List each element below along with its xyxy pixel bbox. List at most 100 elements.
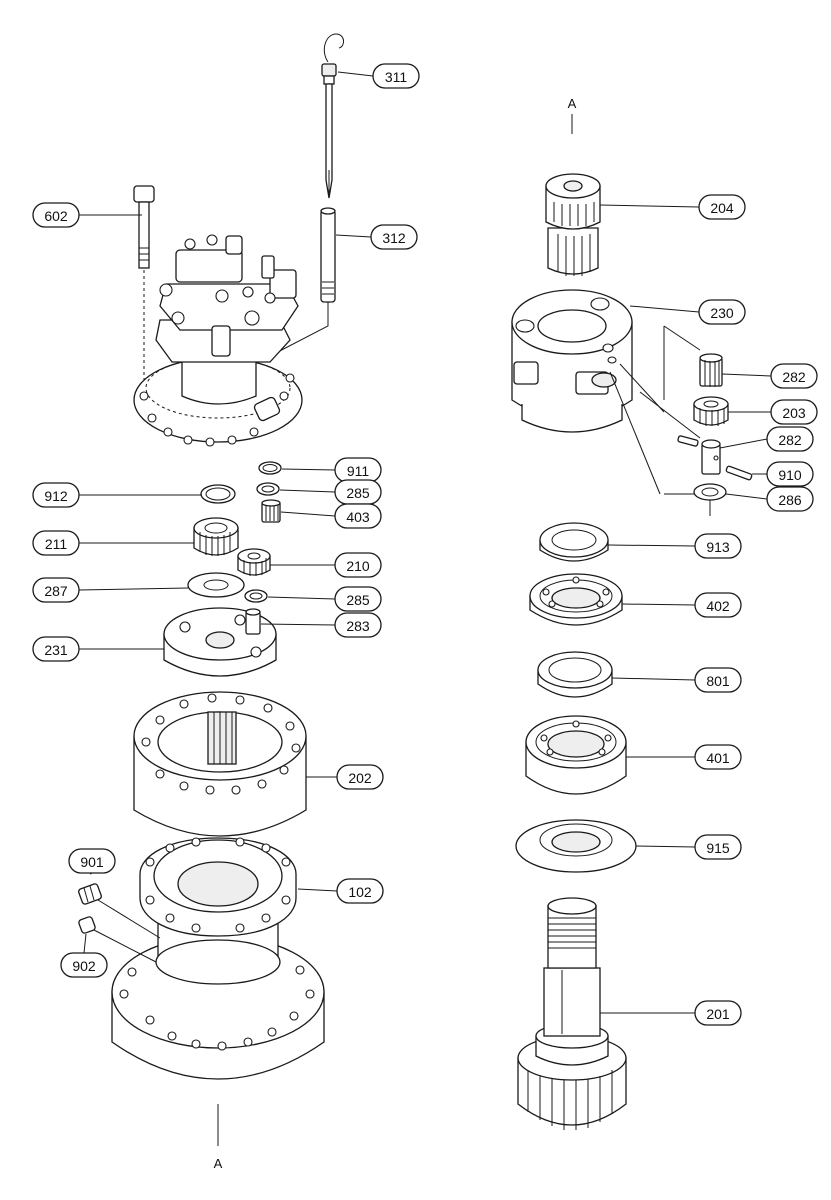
callout-912: 912 [32,482,202,508]
callout-label: 285 [346,592,370,608]
callout-label: 311 [385,69,408,85]
part-285-washer-upper [256,482,280,496]
part-912-snap-ring [200,484,236,504]
part-282-pin [677,435,721,475]
callout-label: 231 [44,642,68,658]
leader-line [629,305,700,313]
callout-bubble [336,878,384,904]
callout-label: 287 [44,583,68,599]
callout-230: 230 [629,299,746,325]
callout-label: 211 [45,536,68,552]
callout-bubble [694,1000,742,1026]
callout-915: 915 [635,834,742,860]
leader-line [83,933,87,954]
part-283-pin [245,608,261,635]
callout-bubble [334,612,382,638]
callout-901: 901 [68,848,116,875]
leader-line [721,373,772,377]
callout-label: 913 [706,539,730,555]
callout-bubble [334,552,382,578]
leader-line [599,204,700,208]
part-282-needle-bearing [699,353,723,387]
callout-label: 204 [710,200,734,216]
part-210-gear [237,548,271,576]
leader-line [335,234,372,238]
callout-label: 202 [348,770,372,786]
callout-bubble [770,363,818,389]
part-901-plug [78,883,161,939]
callout-203: 203 [728,399,818,425]
leader-line [297,888,338,892]
callout-bubble [766,461,814,487]
callout-102: 102 [297,878,384,904]
callout-label: 901 [80,854,104,870]
part-915-seal-plate [515,819,637,873]
callout-913: 913 [607,533,742,559]
callout-282b: 282 [719,426,814,452]
leader-line [725,493,768,500]
callout-bubble [770,399,818,425]
callout-201: 201 [600,1000,742,1026]
callout-label: 210 [346,558,370,574]
leader-line [635,845,696,848]
callout-801: 801 [611,667,742,693]
callout-label: 102 [348,884,372,900]
leader-line [78,587,189,591]
callout-bubble [32,482,80,508]
callout-bubble [766,486,814,512]
callout-911: 911 [281,457,382,483]
callout-bubble [694,834,742,860]
callout-283: 283 [260,612,382,638]
leader-line [267,596,336,600]
callout-label: 230 [710,305,734,321]
part-202-ring-gear [133,691,307,837]
callout-label: 286 [778,492,802,508]
callout-label: 312 [382,230,406,246]
part-swing-motor [133,234,303,447]
callout-902: 902 [60,933,108,978]
leader-line [279,489,336,493]
callout-bubble [372,63,420,89]
part-602-bolt [133,185,155,392]
part-312-tube [269,207,336,357]
callout-282a: 282 [721,363,818,389]
callout-910: 910 [752,461,814,487]
leader-line [337,71,374,77]
part-201-pinion-shaft [517,897,627,1130]
leader-line [621,603,696,606]
callout-bubble [334,586,382,612]
callout-bubble [334,503,382,529]
callout-label: 801 [706,673,730,689]
part-203-planet-gear [693,396,729,426]
part-801-collar [537,651,613,698]
callout-label: 402 [706,598,730,614]
part-211-gear [193,517,239,556]
callout-label: 283 [346,618,370,634]
callout-bubble [694,744,742,770]
part-911-snap-ring [258,461,282,475]
part-401-roller-bearing [525,715,627,795]
callout-285b: 285 [267,586,382,612]
part-230-carrier [511,289,711,516]
part-311-dipstick [321,33,344,199]
leader-line [607,544,696,547]
leader-line [719,438,768,449]
callout-label: 910 [778,467,802,483]
callout-311: 311 [337,63,420,89]
callout-401: 401 [626,744,742,770]
callout-bubble [698,299,746,325]
callout-bubble [370,224,418,250]
callout-label: 403 [346,509,370,525]
callout-label: 282 [782,369,806,385]
part-402-roller-bearing [529,573,623,626]
part-286-washer [693,483,727,501]
part-403-needle-bearing [261,499,281,523]
callout-label: 201 [706,1006,730,1022]
callout-202: 202 [306,764,384,790]
callout-210: 210 [270,552,382,578]
callout-label: 282 [778,432,802,448]
part-910-spring-pin [725,465,753,481]
callout-bubble [32,577,80,603]
